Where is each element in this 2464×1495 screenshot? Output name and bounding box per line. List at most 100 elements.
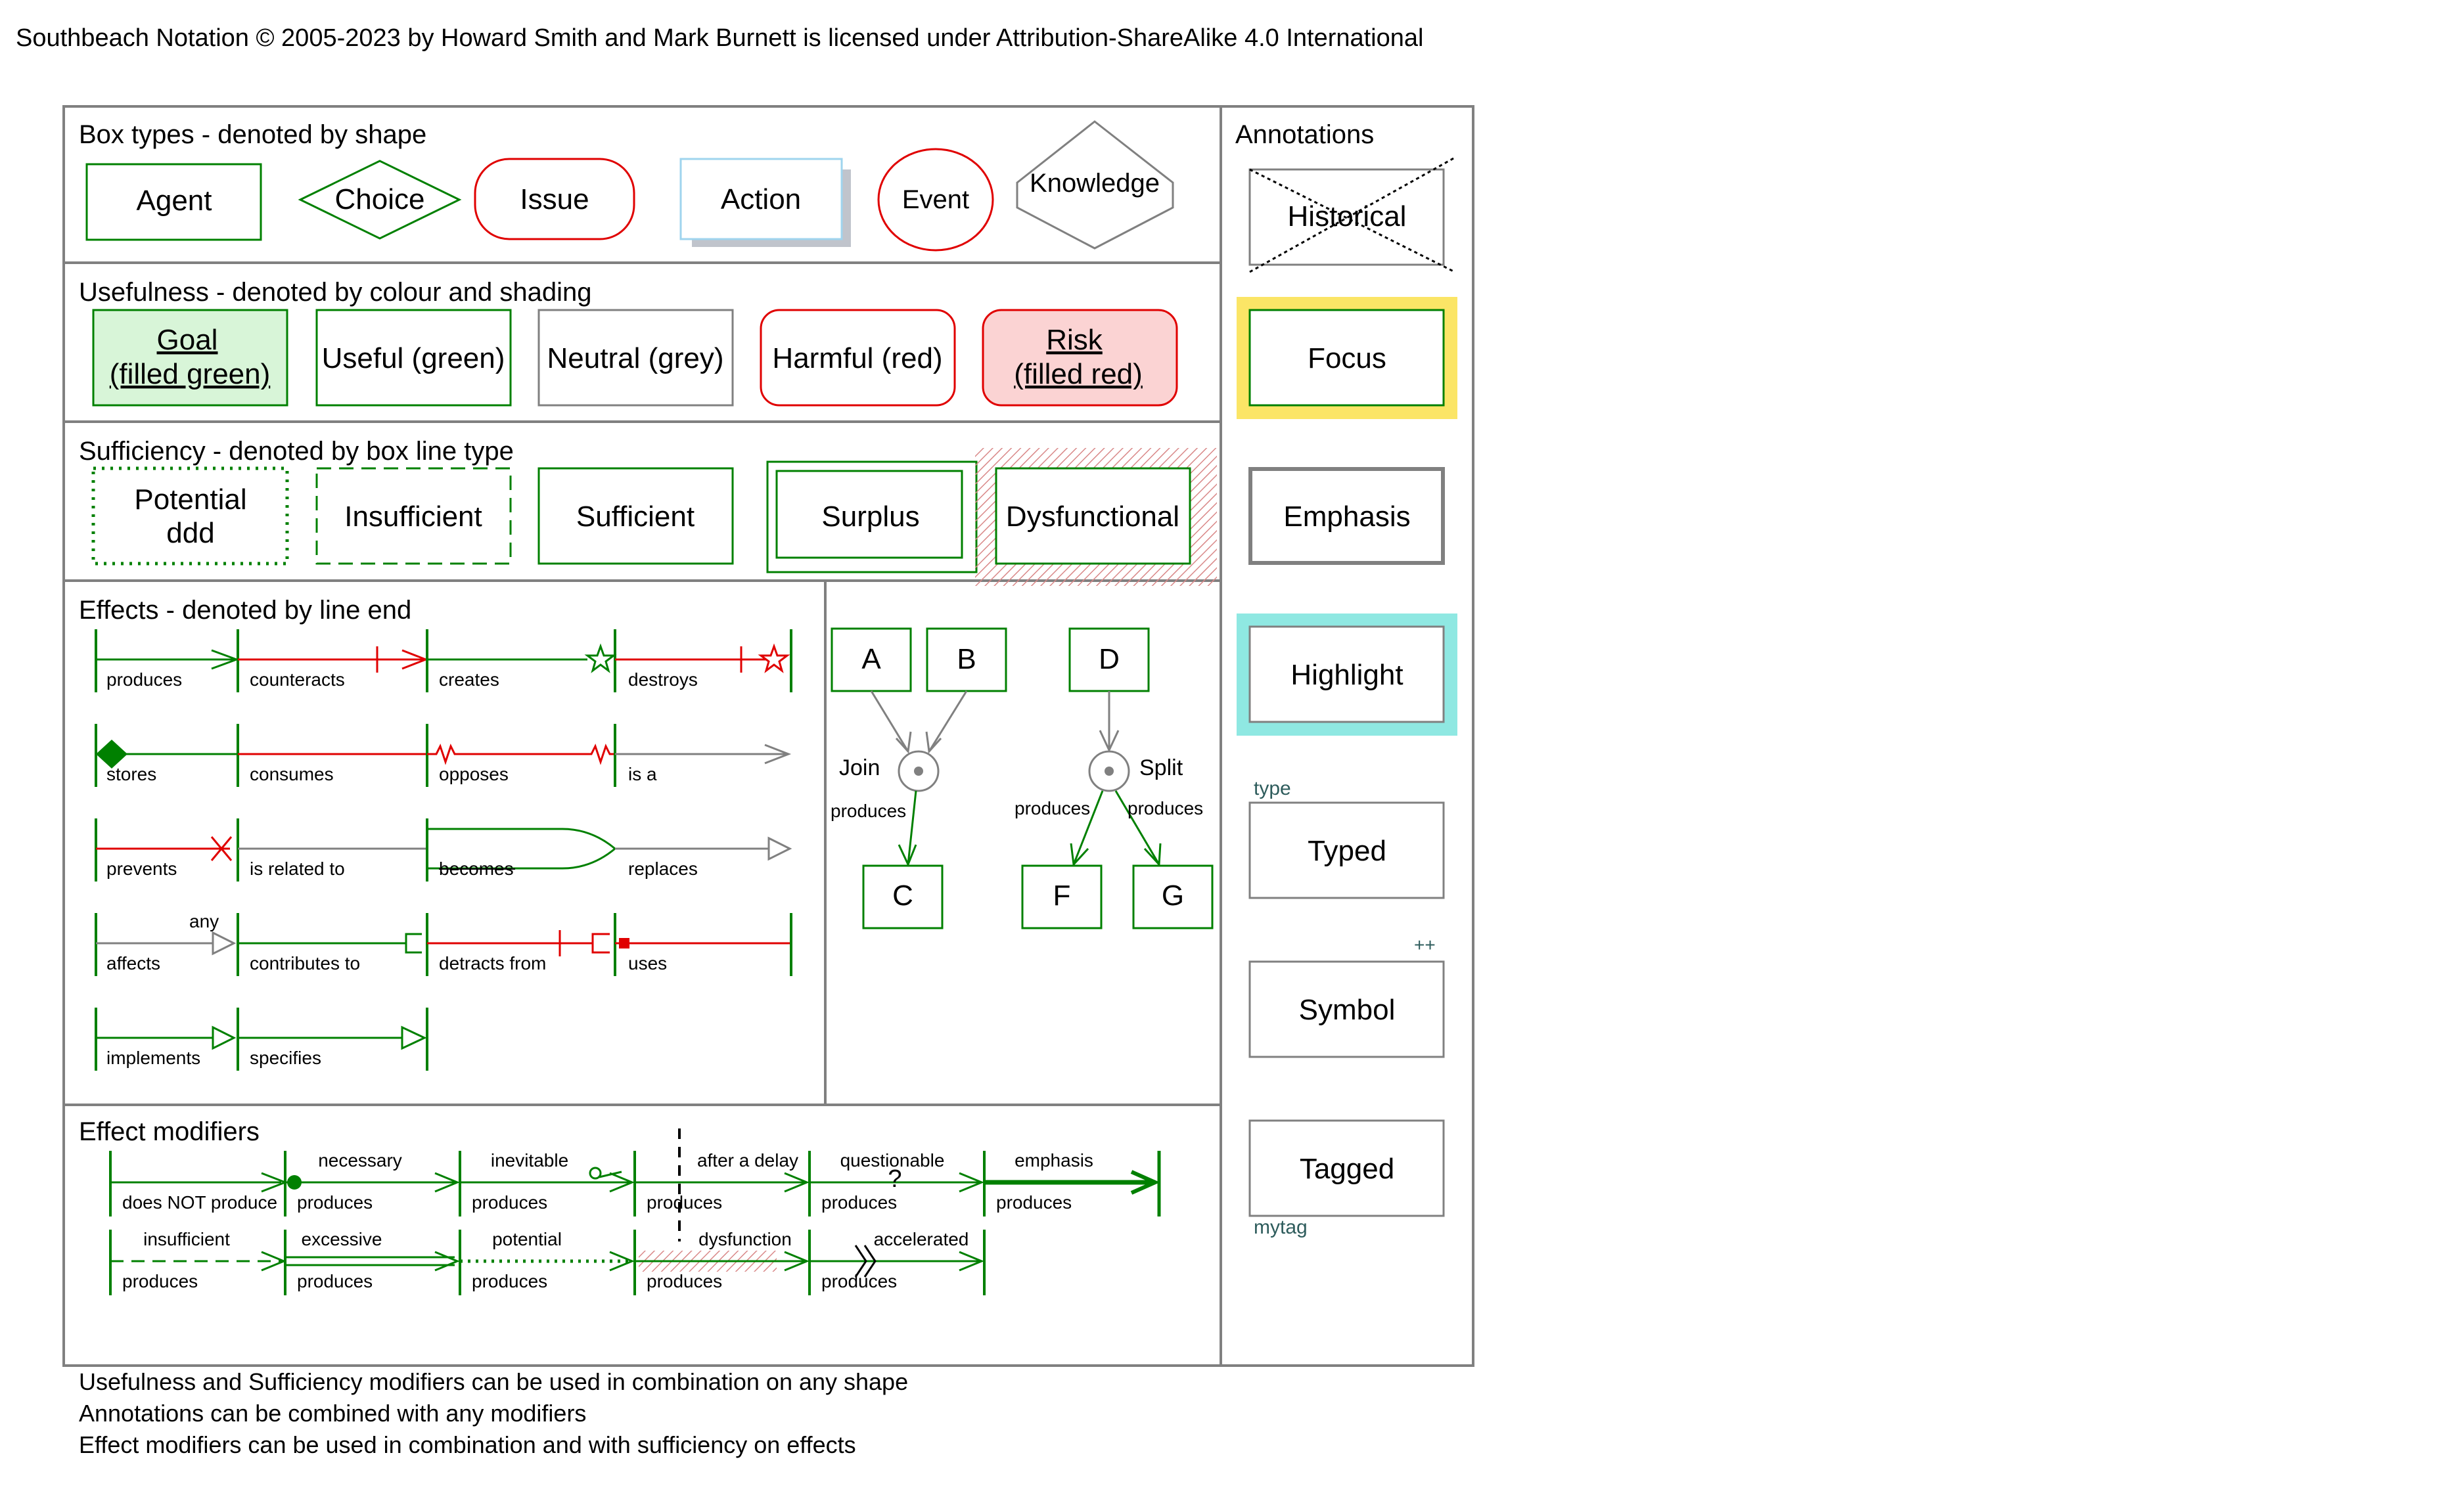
svg-text:Split: Split <box>1139 755 1183 780</box>
emphasis-box: Emphasis <box>1248 467 1445 565</box>
choice-box: Choice <box>298 160 462 240</box>
effect-prevents: prevents <box>95 818 233 881</box>
join-connector: Join produces <box>831 690 968 867</box>
svg-text:Choice: Choice <box>335 183 425 215</box>
symbol-mark: ++ <box>1414 935 1436 955</box>
svg-text:Harmful (red): Harmful (red) <box>772 342 942 374</box>
svg-text:produces: produces <box>1128 798 1203 818</box>
node-c: C <box>862 864 944 929</box>
issue-box: Issue <box>474 158 635 240</box>
event-box: Event <box>877 148 994 252</box>
knowledge-box: Knowledge <box>1016 120 1174 250</box>
effects-heading: Effects - denoted by line end <box>79 596 411 625</box>
node-f: F <box>1021 864 1103 929</box>
svg-text:insufficient: insufficient <box>143 1229 230 1249</box>
license-text: Southbeach Notation © 2005-2023 by Howar… <box>16 24 1423 52</box>
svg-text:produces: produces <box>297 1192 373 1213</box>
tag-label: mytag <box>1254 1216 1308 1238</box>
highlight-box: Highlight <box>1237 614 1457 736</box>
svg-text:A: A <box>861 643 881 675</box>
svg-text:produces: produces <box>831 801 906 821</box>
svg-text:G: G <box>1162 880 1184 912</box>
effect-affects: any affects <box>95 911 237 976</box>
svg-text:produces: produces <box>821 1271 897 1291</box>
svg-text:Useful (green): Useful (green) <box>322 342 505 374</box>
footer-notes: Usefulness and Sufficiency modifiers can… <box>79 1368 908 1458</box>
node-d: D <box>1068 627 1150 692</box>
svg-text:D: D <box>1099 643 1120 675</box>
effect-stores: stores <box>95 724 238 787</box>
node-g: G <box>1132 864 1214 929</box>
footer-note-2: Annotations can be combined with any mod… <box>79 1400 586 1427</box>
svg-text:replaces: replaces <box>628 859 698 879</box>
effect-opposes: opposes <box>426 724 616 787</box>
effect-detracts-from: detracts from <box>426 913 616 976</box>
risk-box: Risk (filled red) <box>982 309 1178 407</box>
svg-text:Emphasis: Emphasis <box>1283 501 1410 533</box>
modifier-potential: potential produces <box>460 1229 636 1295</box>
svg-text:accelerated: accelerated <box>874 1229 969 1249</box>
svg-text:does NOT produce: does NOT produce <box>122 1192 277 1213</box>
svg-text:Goal: Goal <box>157 324 218 356</box>
modifier-dysfunction: dysfunction produces <box>635 1229 811 1295</box>
svg-text:B: B <box>957 643 976 675</box>
effect-is-related-to: is related to <box>237 818 427 881</box>
svg-text:produces: produces <box>472 1192 547 1213</box>
effect-creates: creates <box>426 629 617 692</box>
effect-destroys: destroys <box>615 629 792 692</box>
svg-text:potential: potential <box>492 1229 562 1249</box>
modifier-accelerated: accelerated produces <box>810 1229 986 1295</box>
svg-text:Tagged: Tagged <box>1300 1153 1394 1185</box>
join-split-diagram: A B D C F G <box>831 627 1214 929</box>
modifier-questionable: ? questionable produces <box>810 1150 986 1216</box>
surplus-box: Surplus <box>766 460 978 573</box>
focus-box: Focus <box>1237 297 1457 419</box>
svg-text:consumes: consumes <box>250 764 334 784</box>
effect-uses: uses <box>615 913 792 976</box>
svg-text:Dysfunctional: Dysfunctional <box>1006 501 1179 533</box>
svg-text:Issue: Issue <box>520 183 589 215</box>
neutral-box: Neutral (grey) <box>537 309 734 407</box>
svg-text:produces: produces <box>996 1192 1072 1213</box>
svg-text:produces: produces <box>297 1271 373 1291</box>
effect-becomes: becomes <box>426 818 616 881</box>
svg-text:Risk: Risk <box>1046 324 1103 356</box>
agent-box: Agent <box>85 163 262 241</box>
svg-text:Highlight: Highlight <box>1290 659 1403 691</box>
sufficiency-heading: Sufficiency - denoted by box line type <box>79 437 514 466</box>
svg-text:Action: Action <box>721 183 801 215</box>
svg-text:implements: implements <box>106 1048 200 1068</box>
svg-text:produces: produces <box>122 1271 198 1291</box>
dysfunctional-box: Dysfunctional <box>975 448 1217 586</box>
modifiers-heading: Effect modifiers <box>79 1117 260 1146</box>
effect-replaces: replaces <box>615 836 792 879</box>
svg-text:Typed: Typed <box>1308 835 1386 867</box>
svg-text:after a delay: after a delay <box>697 1150 798 1171</box>
svg-text:produces: produces <box>821 1192 897 1213</box>
symbol-box: ++ Symbol <box>1248 935 1445 1058</box>
svg-text:dysfunction: dysfunction <box>698 1229 792 1249</box>
svg-text:Event: Event <box>902 185 969 214</box>
svg-text:Insufficient: Insufficient <box>344 501 482 533</box>
svg-text:F: F <box>1053 880 1071 912</box>
svg-text:Symbol: Symbol <box>1299 994 1396 1026</box>
svg-text:detracts from: detracts from <box>439 953 546 973</box>
effect-contributes-to: contributes to <box>237 913 422 976</box>
svg-text:produces: produces <box>472 1271 547 1291</box>
tagged-box: Tagged mytag <box>1248 1119 1445 1238</box>
node-a: A <box>831 627 912 692</box>
modifier-insufficient: insufficient produces <box>109 1229 286 1295</box>
sufficient-box: Sufficient <box>537 467 734 565</box>
svg-text:opposes: opposes <box>439 764 509 784</box>
useful-box: Useful (green) <box>315 309 512 407</box>
svg-text:necessary: necessary <box>318 1150 402 1171</box>
svg-text:uses: uses <box>628 953 667 973</box>
effect-specifies: specifies <box>237 1008 428 1071</box>
svg-text:produces: produces <box>647 1271 722 1291</box>
usefulness-section: Usefulness - denoted by colour and shadi… <box>79 278 1178 407</box>
typed-box: type Typed <box>1248 778 1445 899</box>
modifier-inevitable: inevitable produces <box>460 1150 636 1216</box>
effects-section: Effects - denoted by line end <box>79 596 411 625</box>
svg-text:produces: produces <box>106 669 182 690</box>
